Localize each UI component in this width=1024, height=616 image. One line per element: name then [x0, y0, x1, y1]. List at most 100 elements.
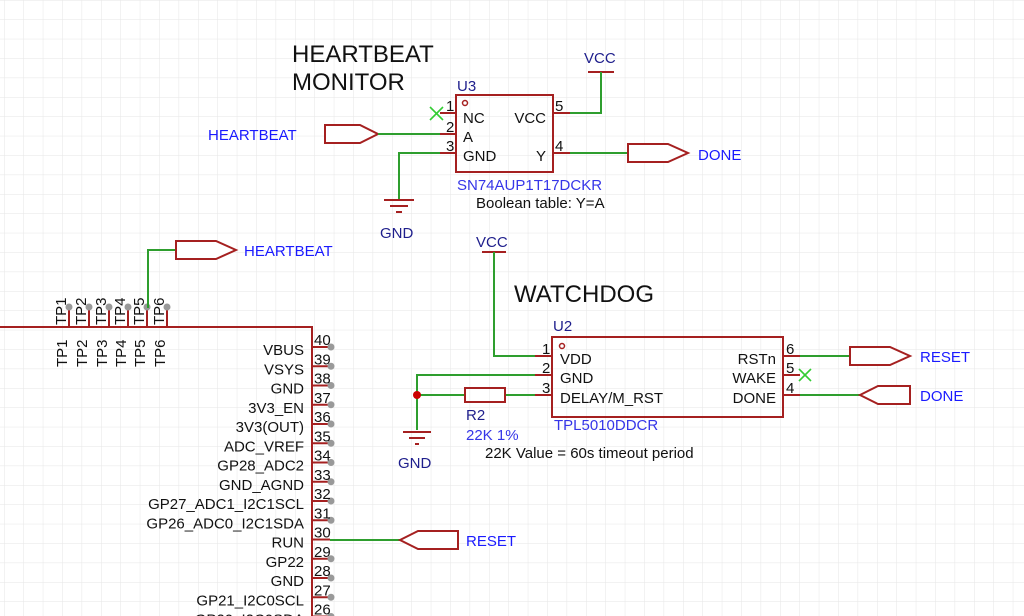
pin-number: 1 [446, 98, 454, 115]
done-net-label: DONE [920, 388, 963, 405]
pin-name: GP20_I2C0SDA [195, 612, 304, 616]
u3-ref: U3 [457, 78, 476, 95]
pin-end-dot [327, 516, 335, 524]
pin-end-dot [105, 303, 113, 311]
pin-end-dot [85, 303, 93, 311]
pin-end-dot [327, 459, 335, 466]
tp-pin-label-top: TP1 [53, 297, 70, 325]
pin-name: 3V3_EN [248, 400, 304, 417]
heartbeat-net-flag[interactable] [175, 240, 239, 260]
pin-name: DELAY/M_RST [560, 390, 663, 407]
pin-end-dot [327, 593, 335, 601]
pin-number: 4 [555, 138, 563, 155]
watchdog-title: WATCHDOG [514, 281, 654, 308]
reset-net-flag[interactable] [849, 346, 913, 366]
reset-net-flag[interactable] [397, 530, 459, 550]
pin-number: 2 [542, 360, 550, 377]
pin-name: VDD [560, 351, 592, 368]
u2-ref: U2 [553, 318, 572, 335]
heartbeat-net-flag[interactable] [324, 124, 381, 144]
wire[interactable] [493, 252, 535, 357]
tp-pin-label: TP3 [94, 339, 111, 367]
reset-net-label: RESET [920, 349, 970, 366]
tp-pin-label-top: TP5 [131, 297, 148, 325]
pin-end-dot [327, 555, 335, 563]
pin-end-dot [327, 478, 335, 486]
pin-number: 33 [314, 467, 331, 484]
r2-resistor[interactable] [464, 387, 506, 403]
pin-end-dot [327, 362, 335, 370]
pin-number: 5 [786, 360, 794, 377]
pin-number: 5 [555, 98, 563, 115]
pin-name: GND [560, 370, 594, 387]
tp-pin-label-top: TP4 [112, 297, 129, 325]
wire[interactable] [416, 374, 535, 430]
done-net-label: DONE [698, 147, 741, 164]
pin-name: RUN [272, 535, 305, 552]
u3-component[interactable]: U3 1 2 3 5 4 NC A GND VCC Y SN74AUP1T17D… [440, 78, 605, 212]
heartbeat-net-label: HEARTBEAT [208, 127, 297, 144]
pin-end-dot [327, 343, 335, 351]
wire[interactable] [147, 249, 176, 308]
u2-component[interactable]: U2 1 2 3 6 5 4 VDD GND DELAY/M_RST RSTn … [535, 318, 800, 434]
u2-part: TPL5010DDCR [554, 417, 658, 434]
pin-number: 3 [446, 138, 454, 155]
gnd-label: GND [398, 455, 432, 472]
tp-pin-label: TP2 [74, 339, 91, 367]
pin-name: VSYS [264, 361, 304, 378]
pin-number: 26 [314, 602, 331, 616]
pin-name: 3V3(OUT) [236, 419, 304, 436]
pin-name: GND [271, 381, 305, 398]
pin-end-dot [327, 439, 335, 447]
gnd-label: GND [380, 225, 414, 242]
pin-name: GND [271, 573, 305, 590]
pin-name: GP26_ADC0_I2C1SDA [146, 515, 304, 532]
done-net-flag[interactable] [627, 143, 691, 163]
pin-number: 32 [314, 486, 331, 503]
u2-body[interactable] [551, 336, 784, 418]
wire[interactable] [398, 152, 440, 200]
ground-icon [403, 431, 431, 445]
pin-number: 4 [786, 380, 794, 397]
pin-number: 35 [314, 428, 331, 445]
tp-pin-label-top: TP2 [73, 297, 90, 325]
pin-number: 29 [314, 544, 331, 561]
pin-end-dot [327, 420, 335, 428]
pin-name: NC [463, 110, 485, 127]
pin-number: 36 [314, 409, 331, 426]
monitor-title: MONITOR [292, 69, 405, 96]
pin-name: DONE [733, 390, 776, 407]
pico-body[interactable] [0, 326, 313, 616]
tp-pin-label-top: TP3 [93, 297, 110, 325]
pin-name: RSTn [738, 351, 776, 368]
pin-name: A [463, 129, 473, 146]
tp-pin-label: TP4 [113, 339, 130, 367]
reset-net-label: RESET [466, 533, 516, 550]
pin1-marker [558, 342, 566, 350]
pin-number: 28 [314, 563, 331, 580]
done-net-flag[interactable] [857, 385, 911, 405]
pin-name: GP22 [266, 554, 304, 571]
junction-dot [413, 391, 421, 399]
pin-number: 27 [314, 582, 331, 599]
tp-pin-label: TP5 [132, 339, 149, 367]
r2-value: 22K 1% [466, 427, 519, 444]
heartbeat-title: HEARTBEAT [292, 41, 434, 68]
pin-end-dot [327, 401, 335, 409]
pin-end-dot [124, 303, 132, 311]
r2-ref: R2 [466, 407, 485, 424]
pin-name: GND_AGND [219, 477, 304, 494]
pin-name: ADC_VREF [224, 438, 304, 455]
heartbeat-net-label: HEARTBEAT [244, 243, 333, 260]
wire[interactable] [570, 72, 602, 114]
no-connect-icon [429, 106, 444, 121]
pin-number: 2 [446, 119, 454, 136]
tp-pin-label-top: TP6 [151, 297, 168, 325]
pin-number: 31 [314, 505, 331, 522]
ground-icon [384, 199, 414, 213]
pin-number: 39 [314, 351, 331, 368]
tp-pin-label: TP6 [152, 339, 169, 367]
pin-name: GND [463, 148, 497, 165]
pin-number: 3 [542, 380, 550, 397]
